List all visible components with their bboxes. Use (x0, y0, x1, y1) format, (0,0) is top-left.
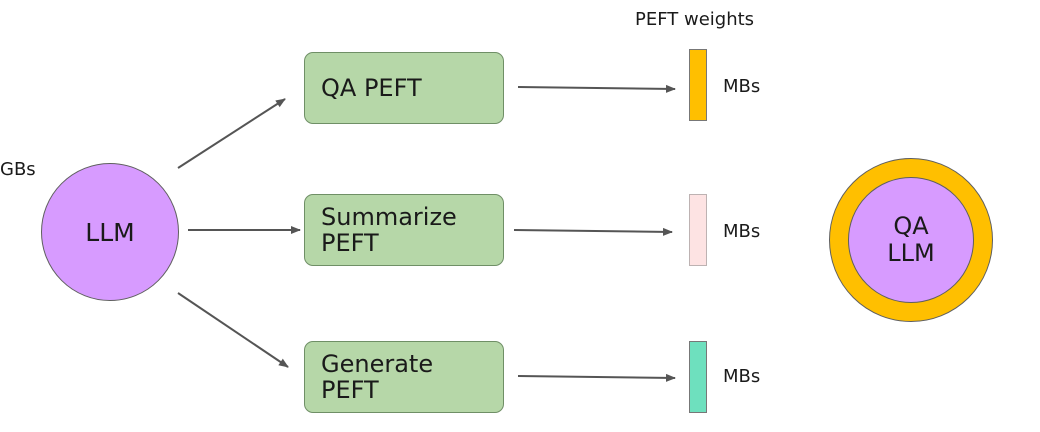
arrow-qa-peft-to-weights (517, 84, 676, 93)
qa-peft-box: QA PEFT (304, 52, 504, 124)
summarize-peft-weights-bar (689, 194, 707, 266)
summarize-peft-box: Summarize PEFT (304, 194, 504, 266)
generate-peft-weights-size: MBs (723, 366, 761, 387)
summarize-peft-label: Summarize PEFT (321, 202, 457, 257)
generate-peft-label: Generate PEFT (321, 349, 434, 404)
qa-llm-node: QA LLM (848, 177, 974, 303)
generate-peft-weights-bar (689, 341, 707, 413)
qa-peft-label: QA PEFT (321, 73, 422, 102)
arrow-llm-to-qa-peft (177, 98, 286, 169)
arrow-summarize-peft-to-weights (513, 227, 673, 236)
arrow-generate-peft-to-weights (517, 373, 676, 382)
qa-peft-weights-size: MBs (723, 76, 761, 97)
qa-llm-label: QA LLM (887, 212, 935, 267)
peft-weights-heading: PEFT weights (635, 9, 755, 30)
generate-peft-box: Generate PEFT (304, 341, 504, 413)
llm-node: LLM (41, 163, 179, 301)
llm-size-label: GBs (0, 159, 36, 180)
llm-node-label: LLM (85, 217, 135, 247)
qa-peft-weights-bar (689, 49, 707, 121)
arrow-llm-to-generate-peft (177, 292, 289, 368)
summarize-peft-weights-size: MBs (723, 221, 761, 242)
